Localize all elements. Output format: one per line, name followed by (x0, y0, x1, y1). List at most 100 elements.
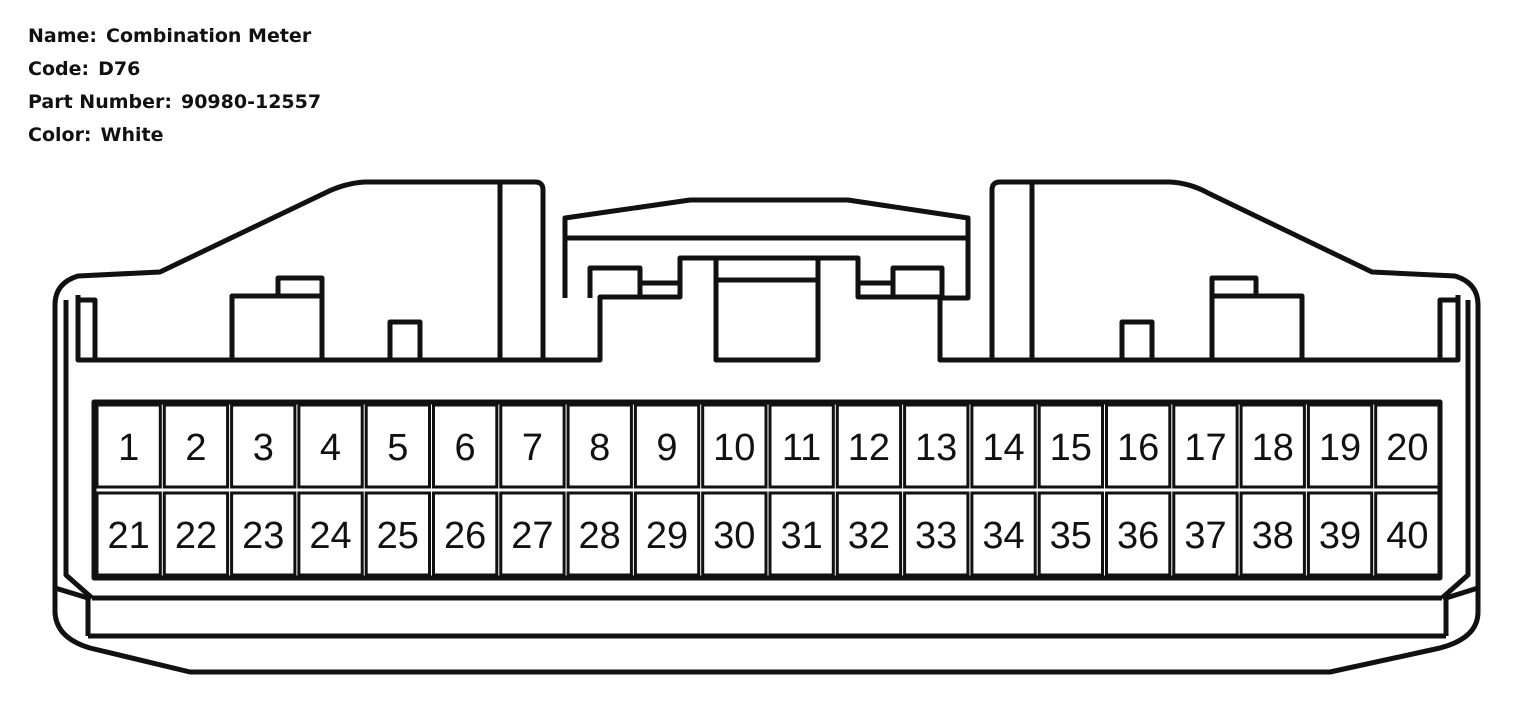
pin-cell-36 (1105, 491, 1172, 577)
latch-top (562, 197, 971, 301)
pin-number-14: 14 (982, 427, 1024, 469)
pin-cell-10 (701, 403, 768, 489)
pin-number-26: 26 (444, 515, 486, 557)
pin-cell-37 (1172, 491, 1239, 577)
pin-number-34: 34 (982, 515, 1024, 557)
pin-cell-11 (768, 403, 835, 489)
pin-cell-22 (162, 491, 230, 577)
pin-number-40: 40 (1386, 515, 1428, 557)
pin-cell-35 (1037, 491, 1104, 577)
pin-cell-16 (1105, 403, 1172, 489)
pin-number-22: 22 (175, 515, 217, 557)
pin-number-36: 36 (1117, 515, 1159, 557)
pin-number-38: 38 (1252, 515, 1294, 557)
pin-number-35: 35 (1050, 515, 1092, 557)
pin-cell-6 (432, 403, 499, 489)
pin-number-7: 7 (522, 427, 543, 469)
pin-number-19: 19 (1319, 427, 1361, 469)
pin-number-3: 3 (253, 427, 274, 469)
pin-cell-14 (970, 403, 1037, 489)
pin-cell-25 (364, 491, 432, 577)
connector-housing-outline (52, 179, 1481, 675)
latch-window (713, 258, 821, 363)
latch-block-left (587, 265, 643, 298)
latch-block-right (890, 265, 945, 298)
pin-number-20: 20 (1386, 427, 1428, 469)
pin-number-18: 18 (1252, 427, 1294, 469)
part-number-line: Part Number: 90980-12557 (28, 86, 321, 119)
pin-cell-34 (970, 491, 1037, 577)
pin-cell-23 (230, 491, 297, 577)
side-wall-right-inner (1437, 297, 1456, 360)
pin-number-31: 31 (780, 515, 822, 557)
pin-number-13: 13 (915, 427, 957, 469)
pin-cell-18 (1239, 403, 1306, 489)
name-line: Name: Combination Meter (28, 20, 321, 53)
pin-number-39: 39 (1319, 515, 1361, 557)
name-value: Combination Meter (106, 25, 312, 47)
pin-cell-28 (566, 491, 633, 577)
pin-cell-31 (768, 491, 835, 577)
connector-info: Name: Combination Meter Code: D76 Part Num… (28, 20, 321, 152)
pin-cell-30 (701, 491, 768, 577)
pin-number-17: 17 (1184, 427, 1226, 469)
pin-cell-3 (230, 403, 297, 489)
right-step (1209, 293, 1305, 360)
pin-number-24: 24 (309, 515, 351, 557)
code-value: D76 (98, 58, 141, 80)
pin-number-29: 29 (646, 515, 688, 557)
pin-cell-2 (162, 403, 230, 489)
pin-number-9: 9 (656, 427, 677, 469)
pin-number-32: 32 (848, 515, 890, 557)
pin-number-28: 28 (579, 515, 621, 557)
pin-cell-29 (633, 491, 701, 577)
part-number-label: Part Number: (28, 91, 172, 113)
pin-cell-12 (835, 403, 903, 489)
pin-cell-4 (297, 403, 364, 489)
pin-cell-13 (903, 403, 970, 489)
pin-cell-20 (1374, 403, 1441, 489)
part-number-value: 90980-12557 (180, 91, 322, 113)
side-wall-right (1440, 300, 1471, 600)
pin-number-33: 33 (915, 515, 957, 557)
left-tab (275, 275, 325, 296)
pin-cell-19 (1306, 403, 1374, 489)
pin-cell-24 (297, 491, 364, 577)
name-label: Name: (28, 25, 98, 47)
right-tab (1209, 275, 1259, 296)
code-label: Code: (28, 58, 90, 80)
pin-cell-7 (499, 403, 566, 489)
pin-cell-8 (566, 403, 633, 489)
pin-cell-27 (499, 491, 566, 577)
pin-cell-26 (432, 491, 499, 577)
bottom-lip-right (1445, 585, 1479, 601)
pin-cell-17 (1172, 403, 1239, 489)
color-line: Color: White (28, 119, 321, 152)
pin-cell-1 (95, 403, 162, 489)
pin-number-23: 23 (242, 515, 284, 557)
housing-inner-contour (75, 255, 1461, 363)
pin-grid-frame (91, 399, 1443, 581)
pin-number-25: 25 (377, 515, 419, 557)
pin-cell-5 (364, 403, 432, 489)
pin-number-16: 16 (1117, 427, 1159, 469)
pin-number-11: 11 (782, 427, 821, 469)
bottom-lip-left (54, 585, 89, 601)
color-label: Color: (28, 124, 92, 146)
code-line: Code: D76 (28, 53, 321, 86)
pin-number-15: 15 (1050, 427, 1092, 469)
left-step (229, 293, 325, 360)
housing-outer (52, 179, 1481, 675)
pin-number-5: 5 (387, 427, 408, 469)
pin-cell-40 (1374, 491, 1441, 577)
color-value: White (100, 124, 164, 146)
pin-cell-33 (903, 491, 970, 577)
pin-cell-15 (1037, 403, 1104, 489)
pin-number-6: 6 (455, 427, 476, 469)
pin-number-8: 8 (589, 427, 610, 469)
pin-number-30: 30 (713, 515, 755, 557)
side-wall-left-inner (80, 297, 98, 360)
pin-number-10: 10 (713, 427, 755, 469)
